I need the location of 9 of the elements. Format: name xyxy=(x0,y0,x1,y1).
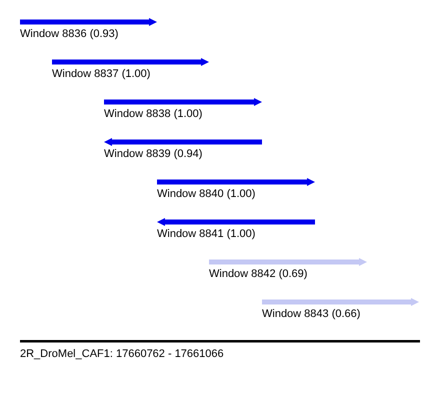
window-label: Window 8841 (1.00) xyxy=(157,228,256,240)
window-label: Window 8838 (1.00) xyxy=(104,108,202,120)
window-label: Window 8843 (0.66) xyxy=(262,308,360,320)
window-label: Window 8837 (1.00) xyxy=(52,68,150,80)
axis-label: 2R_DroMel_CAF1: 17660762 - 17661066 xyxy=(20,348,224,360)
window-label: Window 8839 (0.94) xyxy=(104,148,202,160)
window-label: Window 8840 (1.00) xyxy=(157,188,256,200)
window-label: Window 8836 (0.93) xyxy=(20,28,118,40)
window-label: Window 8842 (0.69) xyxy=(209,268,308,280)
